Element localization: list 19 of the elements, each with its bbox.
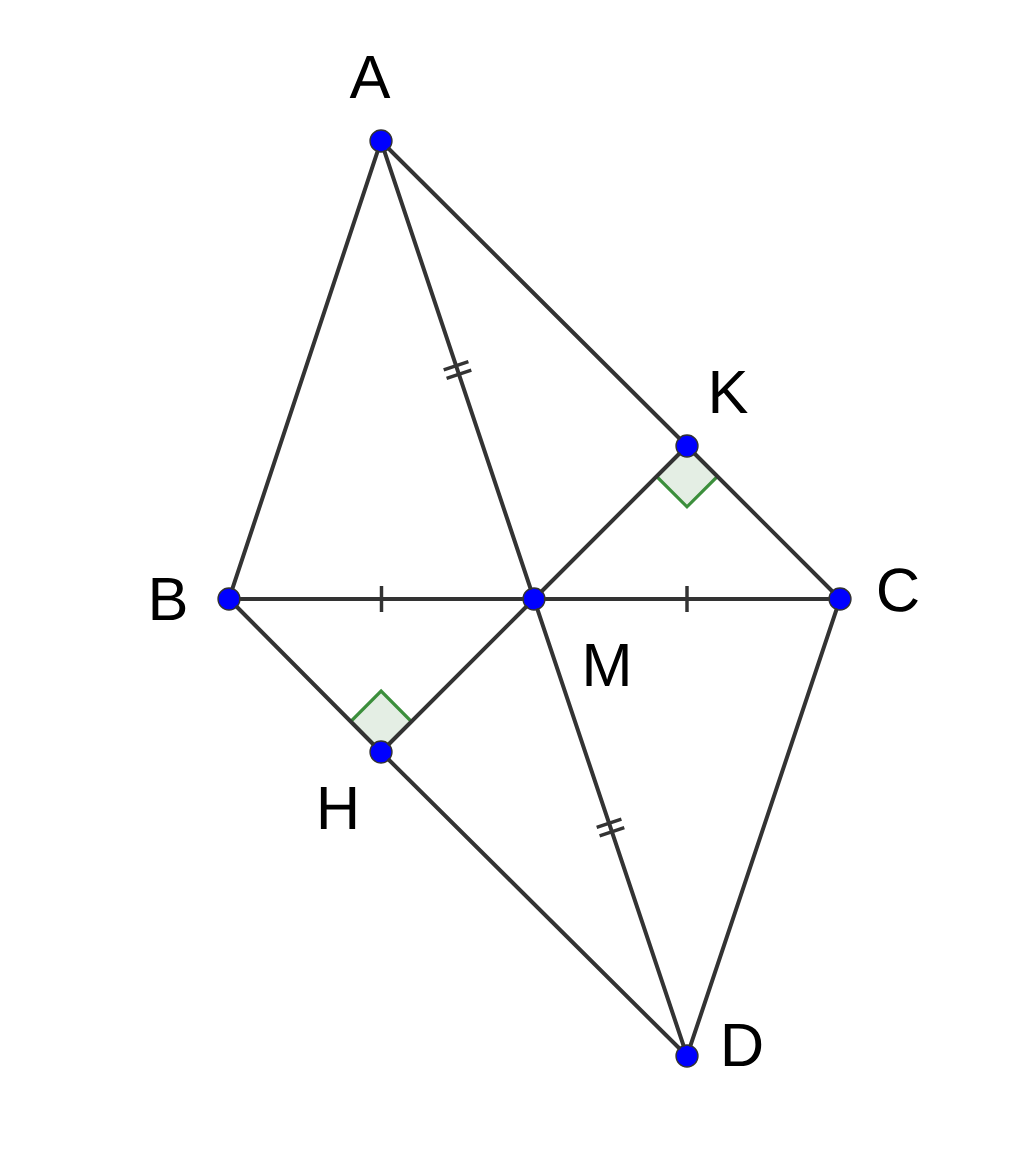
line-segment [387, 605, 528, 746]
line-segment [535, 608, 686, 1047]
point-label: K [712, 370, 748, 414]
point-label: D [724, 1023, 762, 1067]
line-segment [387, 758, 681, 1050]
line-segment [688, 608, 839, 1047]
point-label: B [152, 577, 186, 621]
line-segment [382, 150, 533, 590]
point-label: C [878, 568, 918, 612]
line-segment [235, 605, 375, 746]
line-segment [230, 150, 380, 590]
point-label: A [349, 55, 391, 99]
point-label: M [586, 643, 628, 687]
line-segment [693, 452, 834, 593]
line-segment [238, 597, 525, 601]
line-segment [543, 597, 831, 601]
point-label: H [320, 786, 356, 830]
line-segment [540, 452, 681, 593]
line-segment [387, 147, 681, 440]
